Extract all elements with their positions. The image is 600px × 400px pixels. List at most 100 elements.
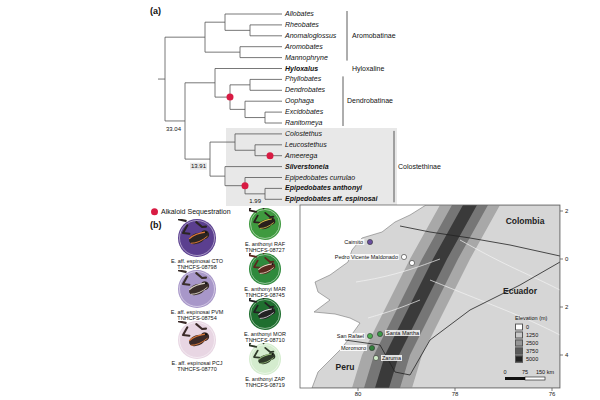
legend-text: 5000 xyxy=(526,356,538,362)
frog-portrait xyxy=(178,219,216,257)
frog-leg xyxy=(196,321,206,331)
frog-portrait xyxy=(249,253,281,285)
frog-eye xyxy=(271,353,273,355)
tree-branch xyxy=(265,188,282,189)
tree-branch xyxy=(210,176,225,177)
latitude-label: 0 xyxy=(565,256,568,263)
country-name: Ecuador xyxy=(503,287,537,296)
frog-leg xyxy=(249,298,256,304)
tree-branch xyxy=(185,159,210,160)
longitude-tick xyxy=(552,388,553,391)
frog-eye xyxy=(205,282,208,285)
taxon-name: Colostethus xyxy=(285,130,322,138)
locality-dot xyxy=(373,355,378,360)
frog-stripe xyxy=(258,263,274,270)
tree-branch xyxy=(250,35,282,36)
frog-leg xyxy=(196,219,206,229)
tree-branch xyxy=(210,142,235,143)
elevation-swatch xyxy=(515,332,523,339)
taxon-name: Epipedobates anthonyi xyxy=(285,185,362,193)
frog-stripe xyxy=(260,267,275,274)
locality-dot xyxy=(367,333,372,338)
panel-letter: (b) xyxy=(150,221,162,231)
country-border xyxy=(400,226,560,256)
ocean xyxy=(300,205,560,388)
andes-peaks xyxy=(375,205,477,388)
frog-leg xyxy=(178,219,186,223)
frog-leg xyxy=(249,208,256,214)
frog-stripe xyxy=(260,222,275,229)
latitude-label: 4 xyxy=(565,352,568,359)
clade-bracket xyxy=(394,131,395,202)
river xyxy=(356,259,440,282)
population-name: E. anthonyi ZAP xyxy=(245,376,285,382)
photo-ground xyxy=(249,253,281,285)
node-age: 1.99 xyxy=(248,198,262,205)
specimen-number: TNHCFS-08754 xyxy=(177,315,216,321)
photo-ring xyxy=(251,255,280,284)
legend-title: Elevation (m) xyxy=(515,315,547,321)
locality-dot xyxy=(367,239,372,244)
tree-branch xyxy=(165,37,205,38)
specimen-number: TNHCFS-08719 xyxy=(245,382,284,388)
tree-branch xyxy=(250,79,282,80)
tree-branch xyxy=(255,144,282,145)
frog-photo-node: E. aff. espinosai PCJTNHCFS-08770 xyxy=(172,321,223,372)
population-name: E. anthonyi MOR xyxy=(244,331,286,337)
photo-ring xyxy=(250,300,279,329)
tree-branch xyxy=(205,22,225,23)
frog-figure xyxy=(249,343,277,367)
taxon-name: Allobates xyxy=(285,10,314,18)
colostethinae-band xyxy=(226,128,397,206)
tree-branch xyxy=(225,166,282,167)
tree-branch xyxy=(165,120,185,121)
photo-ground xyxy=(249,208,281,240)
country-name: Peru xyxy=(336,363,355,372)
photo-ring xyxy=(179,221,214,256)
frog-leg xyxy=(252,306,260,315)
tree-branch xyxy=(230,84,250,85)
frog-stripe xyxy=(260,312,275,319)
legend-item: 1250 xyxy=(515,332,538,339)
frog-leg xyxy=(262,298,270,299)
elevation-swatch xyxy=(515,348,523,355)
population-name: E. aff. espinosai PVM xyxy=(171,309,223,315)
scale-bar-white xyxy=(525,377,545,380)
frog-photo-node: E. anthonyi MORTNHCFS-08710 xyxy=(244,298,286,343)
locality-dot xyxy=(401,254,406,259)
river xyxy=(430,280,560,335)
tree-branch xyxy=(215,68,282,69)
legend-text: 1250 xyxy=(526,332,538,338)
panel-letter: (a) xyxy=(150,7,161,17)
frog-figure xyxy=(178,219,211,248)
tree-branch xyxy=(245,117,265,118)
taxon-name: Mannophryne xyxy=(285,54,328,62)
frog-stripe xyxy=(258,353,274,360)
frog-figure xyxy=(249,208,277,232)
frog-portrait xyxy=(249,208,281,240)
taxon-name: Phyllobates xyxy=(285,76,321,84)
frog-leg xyxy=(181,327,190,337)
frog-eye xyxy=(271,263,273,265)
legend-text: 3750 xyxy=(526,348,538,354)
locality-name: Pedro Vicente Maldonado xyxy=(334,254,399,260)
frog-leg xyxy=(178,321,186,325)
legend-text: 2500 xyxy=(526,340,538,346)
photo-ring xyxy=(251,345,280,374)
frog-stripe xyxy=(260,357,275,364)
longitude-tick xyxy=(455,388,456,391)
tree-branch xyxy=(230,109,245,110)
population-name: E. anthonyi RAF xyxy=(245,241,285,247)
frog-leg xyxy=(249,343,256,349)
locality-dot xyxy=(409,260,414,265)
legend-item: 2500 xyxy=(515,340,538,347)
population-name: E. aff. espinosai CTO xyxy=(171,258,223,264)
taxon-name: Leucostethus xyxy=(285,141,327,149)
longitude-tick xyxy=(358,388,359,391)
frog-stripe xyxy=(190,338,208,346)
frog-leg xyxy=(252,261,260,270)
latitude-tick xyxy=(560,259,563,260)
tree-branch xyxy=(250,24,282,25)
elevation-swatch xyxy=(515,356,523,363)
